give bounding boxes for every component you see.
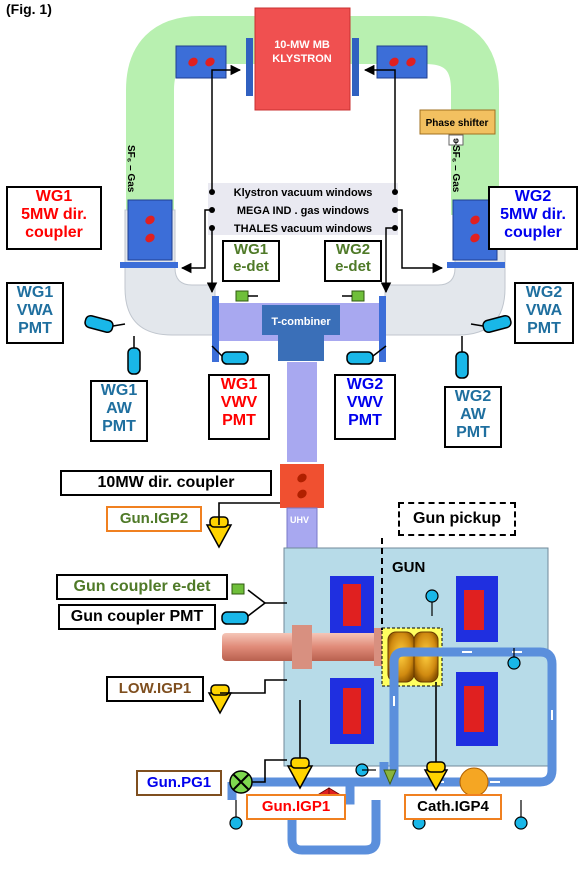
figure-label: (Fig. 1) (6, 1, 52, 17)
gun-igp2-label: Gun.IGP2 (106, 506, 202, 532)
t-combiner: T-combiner (212, 296, 386, 362)
flow-arrows (393, 651, 553, 783)
sf6-label-right: SF₆ – Gas (450, 145, 461, 193)
gun-label: GUN (392, 559, 425, 576)
svg-text:KLYSTRON: KLYSTRON (272, 53, 332, 65)
klystron-window-left (246, 38, 253, 96)
klystron-windows-label: Klystron vacuum windows (234, 187, 373, 199)
gun-pg1-label: Gun.PG1 (136, 770, 222, 796)
pmt-sensor-icon (211, 345, 249, 365)
thales-windows-label: THALES vacuum windows (234, 223, 372, 235)
gun-coupler-edet-sensor (231, 583, 245, 595)
solenoid-coil-left (330, 576, 374, 744)
mega-windows-label: MEGA IND . gas windows (237, 205, 369, 217)
low-igp1-label: LOW.IGP1 (106, 676, 204, 702)
pressure-gauge-icon (229, 770, 253, 794)
coupler-dot (297, 489, 307, 499)
sf6-waveguide-left (126, 16, 255, 215)
10mw-coupler-body (280, 464, 324, 508)
cath-igp4-label: Cath.IGP4 (404, 794, 502, 820)
klystron: 10-MW MB KLYSTRON (254, 7, 351, 111)
beam-pipe-flange (292, 625, 312, 669)
water-pump-icon (459, 767, 489, 797)
gas-window-block (175, 45, 227, 79)
10mw-dir-coupler-label: 10MW dir. coupler (60, 470, 272, 496)
pmt-sensor-icon (346, 345, 387, 365)
coupler-dot (297, 473, 307, 483)
pmt-sensor-icon (221, 611, 249, 625)
gun-coupler-pmt-label: Gun coupler PMT (58, 604, 216, 630)
window-arrows (180, 64, 444, 294)
pmt-sensor-icon (84, 314, 126, 334)
sf6-label-left: SF₆ – Gas (125, 145, 136, 193)
gun-coupler-edet-label: Gun coupler e-det (56, 574, 228, 600)
sf6-waveguide-right (350, 16, 499, 215)
klystron-window-right (352, 38, 359, 96)
svg-text:T-combiner: T-combiner (271, 316, 331, 328)
wg1-edet-sensor (235, 290, 249, 302)
phase-shifter: Phase shifter φ (419, 109, 496, 146)
pmt-sensor-icon (455, 336, 469, 379)
pmt-sensor-icon (127, 336, 141, 375)
gun-igp1-label: Gun.IGP1 (246, 794, 346, 820)
windows-label-box (208, 183, 398, 235)
svg-text:10-MW MB: 10-MW MB (274, 39, 330, 51)
solenoid-coil-right (456, 576, 498, 746)
svg-text:Phase shifter: Phase shifter (426, 118, 489, 129)
filter-icon (383, 769, 397, 786)
ion-pump-body (209, 516, 446, 773)
vacuum-lines (218, 502, 437, 783)
pmt-sensor-icon (470, 314, 512, 334)
vertical-waveguide (287, 362, 317, 462)
gas-window-block (376, 45, 428, 79)
gun-pickup-label: Gun pickup (398, 502, 516, 536)
uhv-label: UHV (290, 515, 309, 525)
wg2-edet-sensor (351, 290, 365, 302)
svg-text:φ: φ (453, 136, 459, 145)
wg1-5mw-coupler-body (120, 199, 178, 268)
